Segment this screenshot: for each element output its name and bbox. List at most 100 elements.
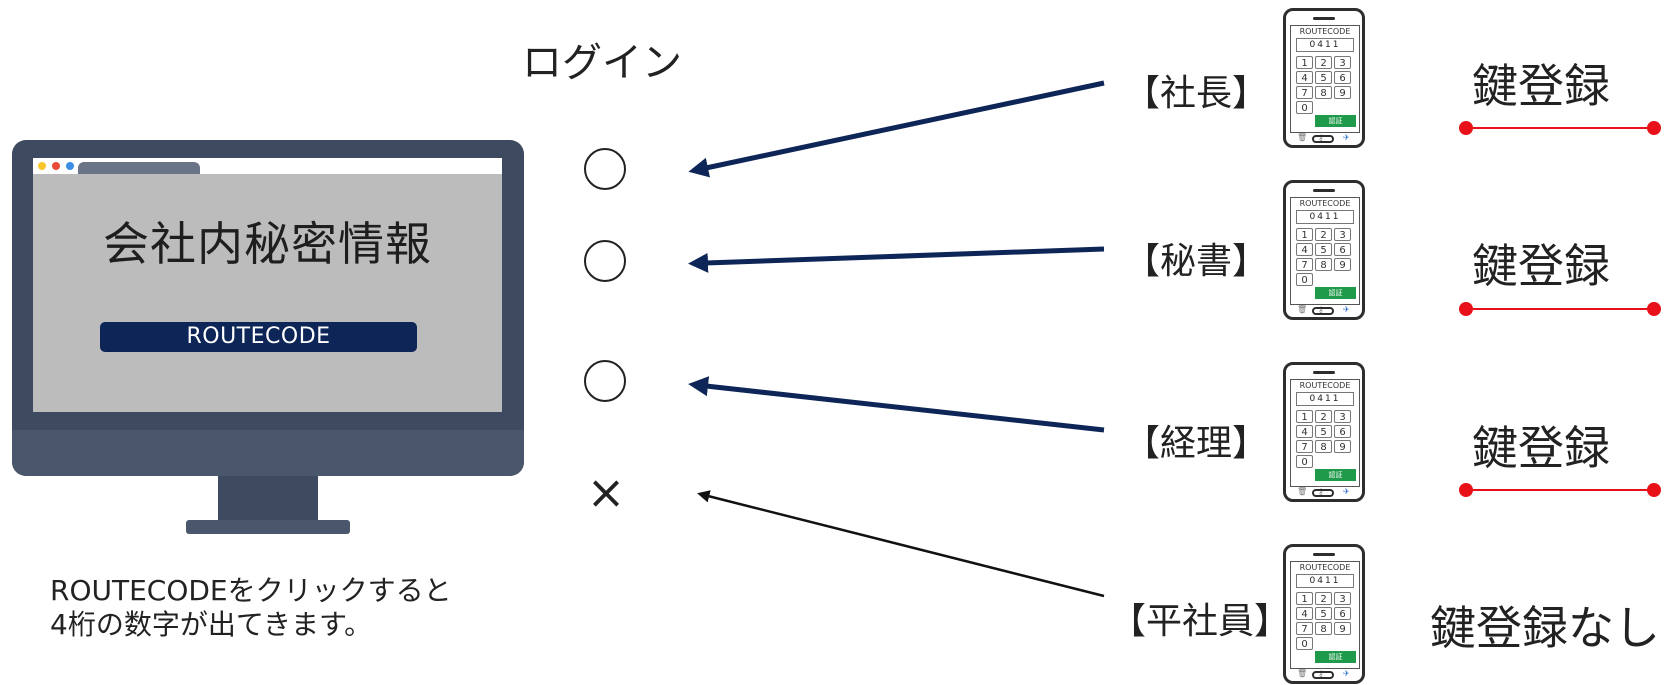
keypad-key-9[interactable]: 9 bbox=[1334, 86, 1351, 99]
registration-dot bbox=[1459, 121, 1473, 135]
keypad-key-5[interactable]: 5 bbox=[1315, 243, 1332, 256]
keypad-key-0[interactable]: 0 bbox=[1296, 455, 1313, 468]
keypad-key-0[interactable]: 0 bbox=[1296, 101, 1313, 114]
circle-icon bbox=[584, 360, 626, 402]
login-result-denied: × bbox=[586, 465, 626, 519]
window-dot-blue bbox=[66, 162, 74, 170]
keypad-key-8[interactable]: 8 bbox=[1315, 440, 1332, 453]
code-display: 0411 bbox=[1296, 38, 1354, 52]
monitor-screen bbox=[33, 158, 502, 412]
keypad-key-6[interactable]: 6 bbox=[1334, 425, 1351, 438]
keypad-key-4[interactable]: 4 bbox=[1296, 607, 1313, 620]
keypad-key-1[interactable]: 1 bbox=[1296, 592, 1313, 605]
code-display: 0411 bbox=[1296, 392, 1354, 406]
role-president: 【社長】 bbox=[1124, 73, 1269, 114]
key-icon[interactable]: ⚷ bbox=[1318, 305, 1324, 314]
keypad-key-8[interactable]: 8 bbox=[1315, 622, 1332, 635]
keypad-key-6[interactable]: 6 bbox=[1334, 243, 1351, 256]
login-title: ログイン bbox=[522, 40, 682, 86]
speaker bbox=[1313, 189, 1335, 192]
home-button bbox=[1312, 489, 1334, 497]
keypad-key-2[interactable]: 2 bbox=[1315, 228, 1332, 241]
keypad-key-6[interactable]: 6 bbox=[1334, 607, 1351, 620]
keypad-key-7[interactable]: 7 bbox=[1296, 622, 1313, 635]
keypad-key-5[interactable]: 5 bbox=[1315, 71, 1332, 84]
trash-icon[interactable]: 🗑 bbox=[1297, 669, 1308, 678]
keypad-key-5[interactable]: 5 bbox=[1315, 607, 1332, 620]
trash-icon[interactable]: 🗑 bbox=[1297, 133, 1308, 142]
monitor-chin bbox=[12, 430, 524, 476]
keypad-key-8[interactable]: 8 bbox=[1315, 258, 1332, 271]
trash-icon[interactable]: 🗑 bbox=[1297, 305, 1308, 314]
auth-button[interactable]: 認証 bbox=[1315, 287, 1356, 299]
keypad-key-2[interactable]: 2 bbox=[1315, 592, 1332, 605]
keypad-key-3[interactable]: 3 bbox=[1334, 410, 1351, 423]
monitor-stand-neck bbox=[218, 476, 318, 520]
screen-title: 会社内秘密情報 bbox=[103, 217, 432, 271]
keypad-key-8[interactable]: 8 bbox=[1315, 86, 1332, 99]
code-display: 0411 bbox=[1296, 574, 1354, 588]
registration-line bbox=[1466, 489, 1654, 491]
keypad-key-9[interactable]: 9 bbox=[1334, 622, 1351, 635]
keypad-key-4[interactable]: 4 bbox=[1296, 71, 1313, 84]
keypad-key-3[interactable]: 3 bbox=[1334, 592, 1351, 605]
monitor-stand-base bbox=[186, 520, 350, 534]
pin-icon[interactable]: ✈ bbox=[1343, 133, 1350, 142]
keypad-key-7[interactable]: 7 bbox=[1296, 440, 1313, 453]
keypad-key-7[interactable]: 7 bbox=[1296, 258, 1313, 271]
keypad-key-2[interactable]: 2 bbox=[1315, 56, 1332, 69]
keypad-key-0[interactable]: 0 bbox=[1296, 273, 1313, 286]
speaker bbox=[1313, 17, 1335, 20]
keypad-key-3[interactable]: 3 bbox=[1334, 56, 1351, 69]
registration-dot bbox=[1647, 302, 1661, 316]
routecode-button[interactable]: ROUTECODE bbox=[100, 322, 417, 352]
key-icon[interactable]: ⚷ bbox=[1318, 669, 1324, 678]
keypad-key-9[interactable]: 9 bbox=[1334, 440, 1351, 453]
login-result-ok bbox=[584, 148, 628, 192]
auth-button[interactable]: 認証 bbox=[1315, 115, 1356, 127]
caption: ROUTECODEをクリックすると 4桁の数字が出てきます。 bbox=[50, 574, 510, 642]
keypad-key-1[interactable]: 1 bbox=[1296, 56, 1313, 69]
key-registered-secretary: 鍵登録 bbox=[1472, 239, 1610, 293]
role-employee: 【平社員】 bbox=[1110, 601, 1291, 642]
keypad-key-4[interactable]: 4 bbox=[1296, 425, 1313, 438]
keypad-key-1[interactable]: 1 bbox=[1296, 228, 1313, 241]
circle-icon bbox=[584, 148, 626, 190]
pin-icon[interactable]: ✈ bbox=[1343, 669, 1350, 678]
phone-app-header: ROUTECODE bbox=[1299, 381, 1351, 390]
pin-icon[interactable]: ✈ bbox=[1343, 487, 1350, 496]
browser-tab bbox=[78, 162, 200, 174]
auth-button[interactable]: 認証 bbox=[1315, 651, 1356, 663]
key-registered-president: 鍵登録 bbox=[1472, 59, 1610, 113]
registration-dot bbox=[1647, 483, 1661, 497]
keypad-key-4[interactable]: 4 bbox=[1296, 243, 1313, 256]
window-dot-yellow bbox=[38, 162, 46, 170]
keypad-key-7[interactable]: 7 bbox=[1296, 86, 1313, 99]
phone-app-header: ROUTECODE bbox=[1299, 563, 1351, 572]
keypad-key-0[interactable]: 0 bbox=[1296, 637, 1313, 650]
keypad-key-2[interactable]: 2 bbox=[1315, 410, 1332, 423]
keypad-key-6[interactable]: 6 bbox=[1334, 71, 1351, 84]
trash-icon[interactable]: 🗑 bbox=[1297, 487, 1308, 496]
speaker bbox=[1313, 371, 1335, 374]
keypad-key-5[interactable]: 5 bbox=[1315, 425, 1332, 438]
auth-button[interactable]: 認証 bbox=[1315, 469, 1356, 481]
speaker bbox=[1313, 553, 1335, 556]
arrow-president bbox=[688, 80, 1105, 178]
registration-dot bbox=[1459, 483, 1473, 497]
window-dot-red bbox=[52, 162, 60, 170]
pin-icon[interactable]: ✈ bbox=[1343, 305, 1350, 314]
key-icon[interactable]: ⚷ bbox=[1318, 133, 1324, 142]
key-icon[interactable]: ⚷ bbox=[1318, 487, 1324, 496]
keypad-key-9[interactable]: 9 bbox=[1334, 258, 1351, 271]
code-display: 0411 bbox=[1296, 210, 1354, 224]
keypad-key-3[interactable]: 3 bbox=[1334, 228, 1351, 241]
arrow-accounting bbox=[688, 376, 1105, 433]
role-accounting: 【経理】 bbox=[1124, 423, 1269, 464]
keypad-key-1[interactable]: 1 bbox=[1296, 410, 1313, 423]
